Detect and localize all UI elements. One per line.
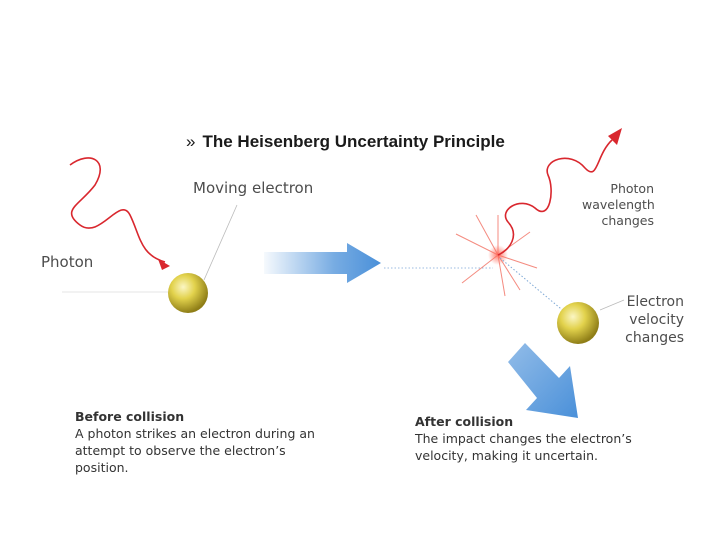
incoming-photon-wave	[70, 158, 165, 262]
collision-direction-arrow	[264, 243, 381, 283]
photon-wavelength-label: Photon wavelength changes	[582, 181, 654, 229]
before-collision-caption: Before collision A photon strikes an ele…	[75, 408, 315, 476]
before-collision-body: A photon strikes an electron during an a…	[75, 425, 315, 476]
electron-velocity-label: Electron velocity changes	[600, 293, 684, 347]
electron-before	[168, 273, 208, 313]
electron-after	[557, 302, 599, 344]
after-collision-heading: After collision	[415, 413, 632, 430]
moving-electron-label: Moving electron	[193, 179, 313, 197]
before-collision-heading: Before collision	[75, 408, 315, 425]
incoming-photon-arrowhead	[158, 259, 170, 270]
after-collision-caption: After collision The impact changes the e…	[415, 413, 632, 464]
after-collision-arrow	[508, 343, 578, 418]
photon-label: Photon	[41, 253, 93, 271]
after-collision-body: The impact changes the electron’s veloci…	[415, 430, 632, 464]
moving-electron-leader	[204, 205, 237, 280]
